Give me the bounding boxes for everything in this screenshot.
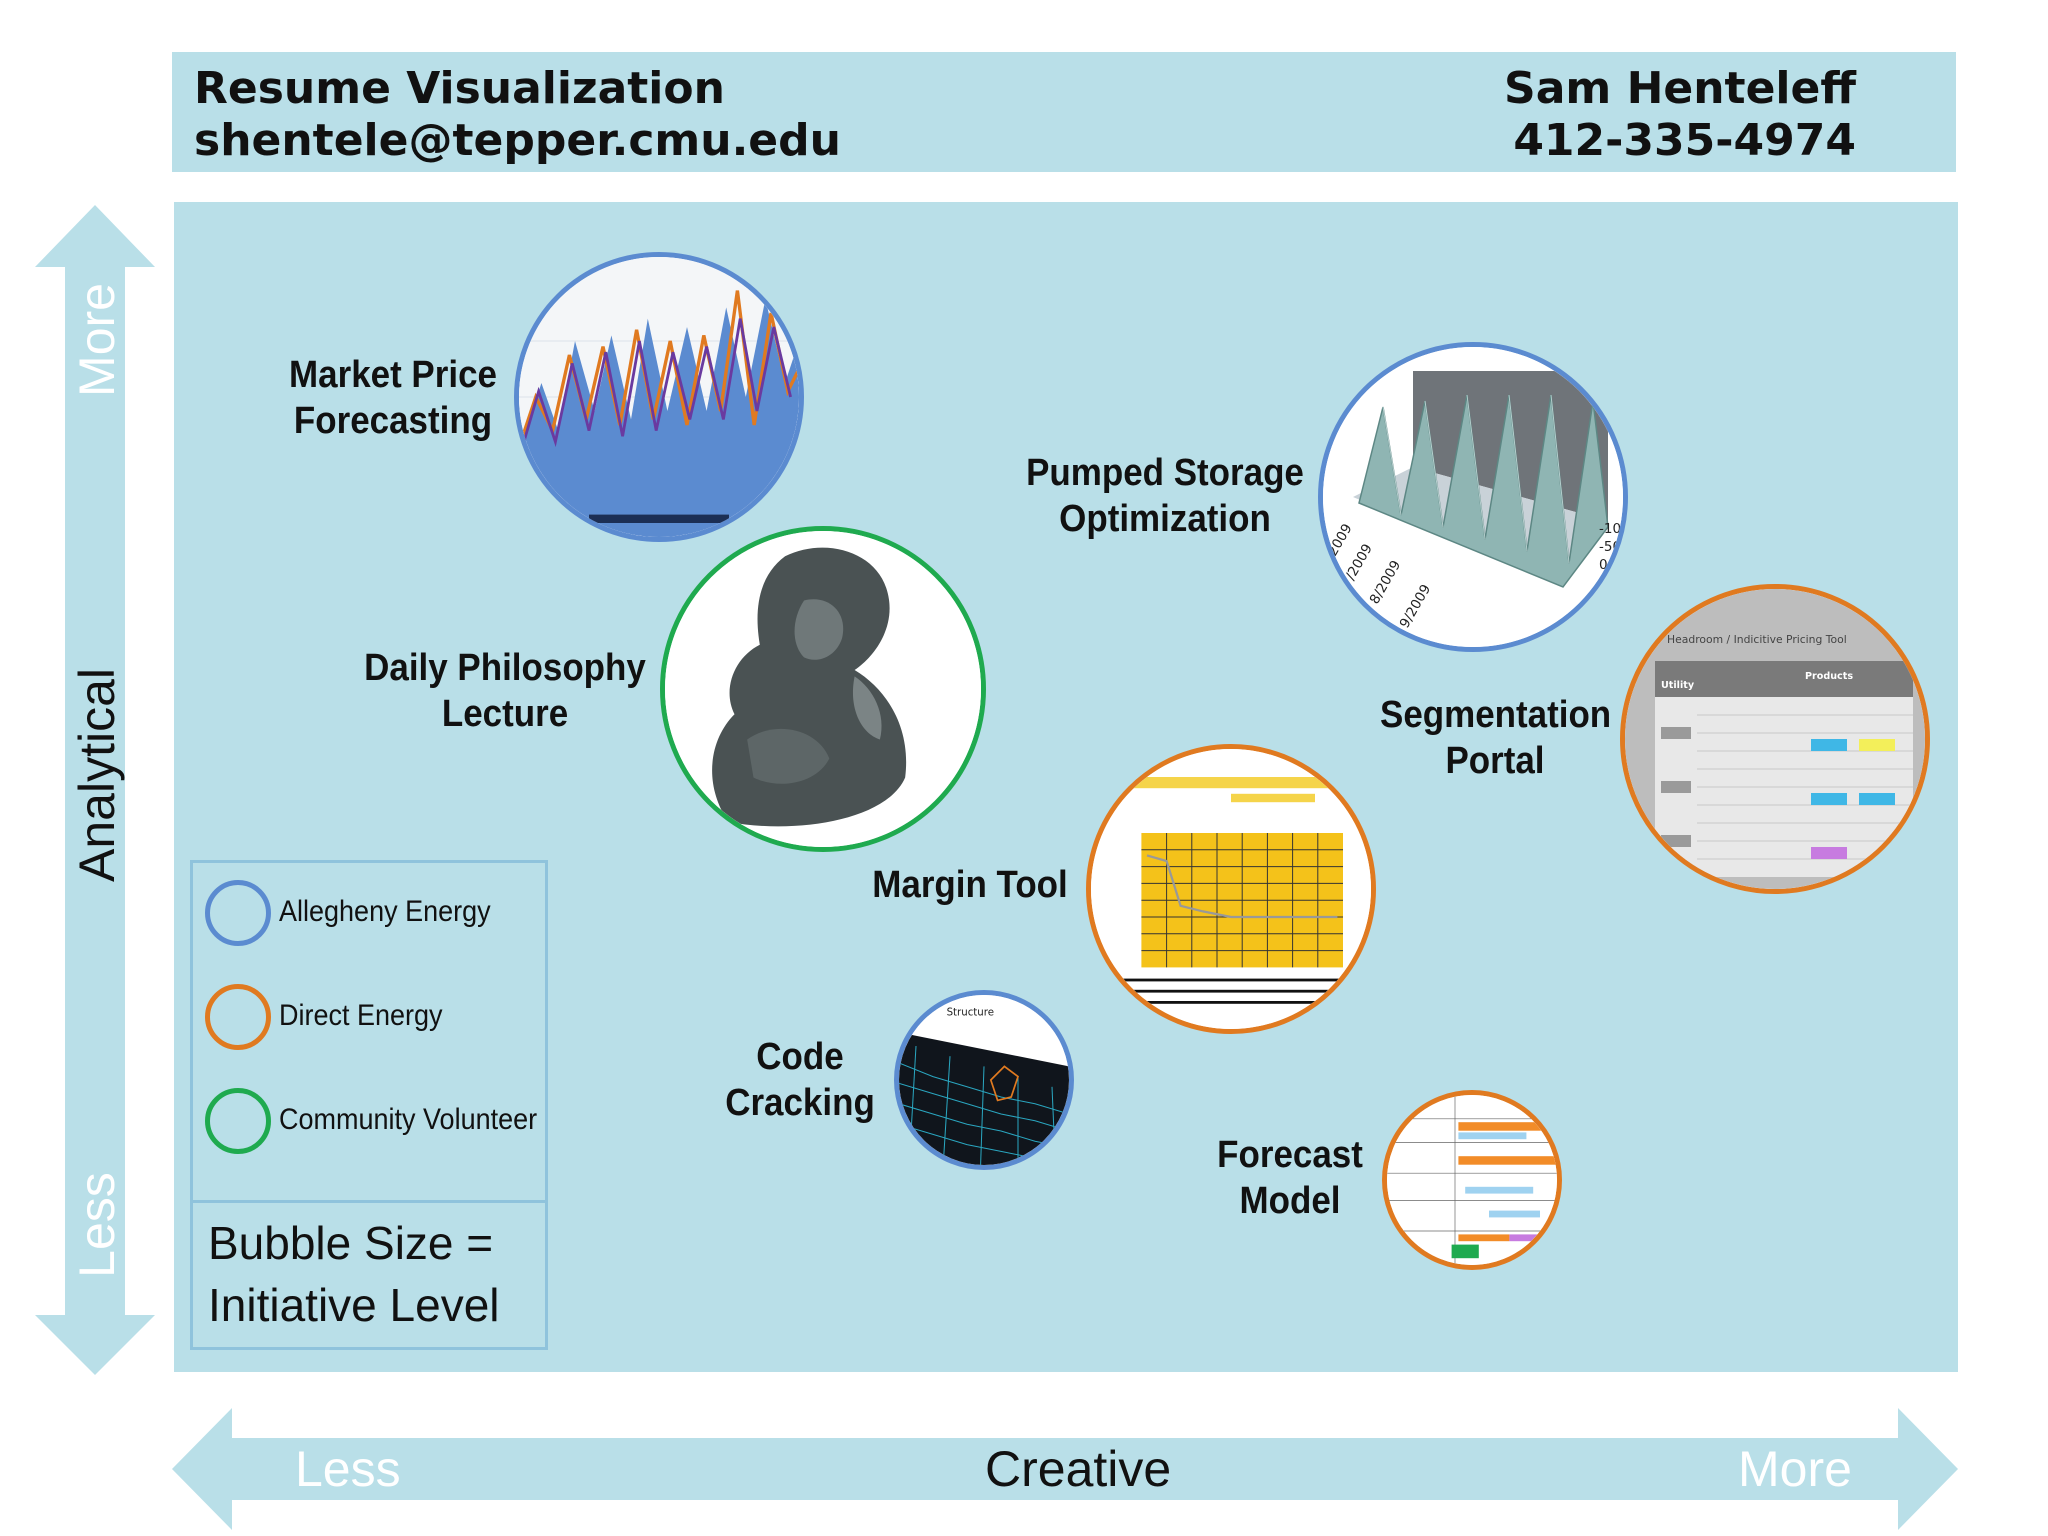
- svg-text:0: 0: [1599, 557, 1608, 573]
- creative-axis-arrow: [172, 1408, 1958, 1530]
- market-price-bubble[interactable]: [514, 252, 804, 542]
- phone-text: 412-335-4974: [1513, 115, 1856, 166]
- daily-philosophy-bubble[interactable]: [660, 526, 986, 852]
- code-thumb-caption: Structure: [947, 1007, 994, 1018]
- svg-text:-10: -10: [1599, 521, 1621, 537]
- header-bar: Resume Visualization shentele@tepper.cmu…: [172, 52, 1956, 172]
- page-title: Resume Visualization: [194, 63, 725, 114]
- name-text: Sam Henteleff: [1504, 63, 1856, 114]
- forecast-model-bubble[interactable]: [1382, 1090, 1562, 1270]
- legend-divider: [190, 1200, 548, 1203]
- x-axis-less-label: Less: [295, 1441, 401, 1497]
- legend-allegheny-label: Allegheny Energy: [279, 895, 491, 928]
- project-label-margin-tool: Margin Tool: [872, 864, 1068, 906]
- code-cracking-bubble[interactable]: Structure: [894, 990, 1074, 1170]
- legend-box: [190, 860, 548, 1350]
- y-axis-less-label: Less: [69, 1172, 125, 1278]
- analytical-axis-arrow: [35, 205, 155, 1375]
- x-axis-title: Creative: [985, 1441, 1172, 1497]
- email-text: shentele@tepper.cmu.edu: [194, 115, 841, 166]
- legend-allegheny-swatch: [205, 880, 271, 946]
- segmentation-thumb-products: Products: [1805, 671, 1853, 682]
- segmentation-portal-bubble[interactable]: Headroom / Indicitive Pricing Tool Produ…: [1620, 584, 1930, 894]
- bubble-size-note: Bubble Size = Initiative Level: [208, 1217, 500, 1331]
- segmentation-thumb-utility: Utility: [1661, 680, 1695, 691]
- legend-community-label: Community Volunteer: [279, 1103, 538, 1136]
- y-axis-more-label: More: [69, 283, 125, 397]
- legend-direct-swatch: [205, 984, 271, 1050]
- legend-community-swatch: [205, 1088, 271, 1154]
- legend-direct-label: Direct Energy: [279, 999, 443, 1032]
- x-axis-more-label: More: [1738, 1441, 1852, 1497]
- segmentation-thumb-title: Headroom / Indicitive Pricing Tool: [1667, 633, 1847, 646]
- margin-tool-bubble[interactable]: [1086, 744, 1376, 1034]
- y-axis-title: Analytical: [69, 668, 125, 882]
